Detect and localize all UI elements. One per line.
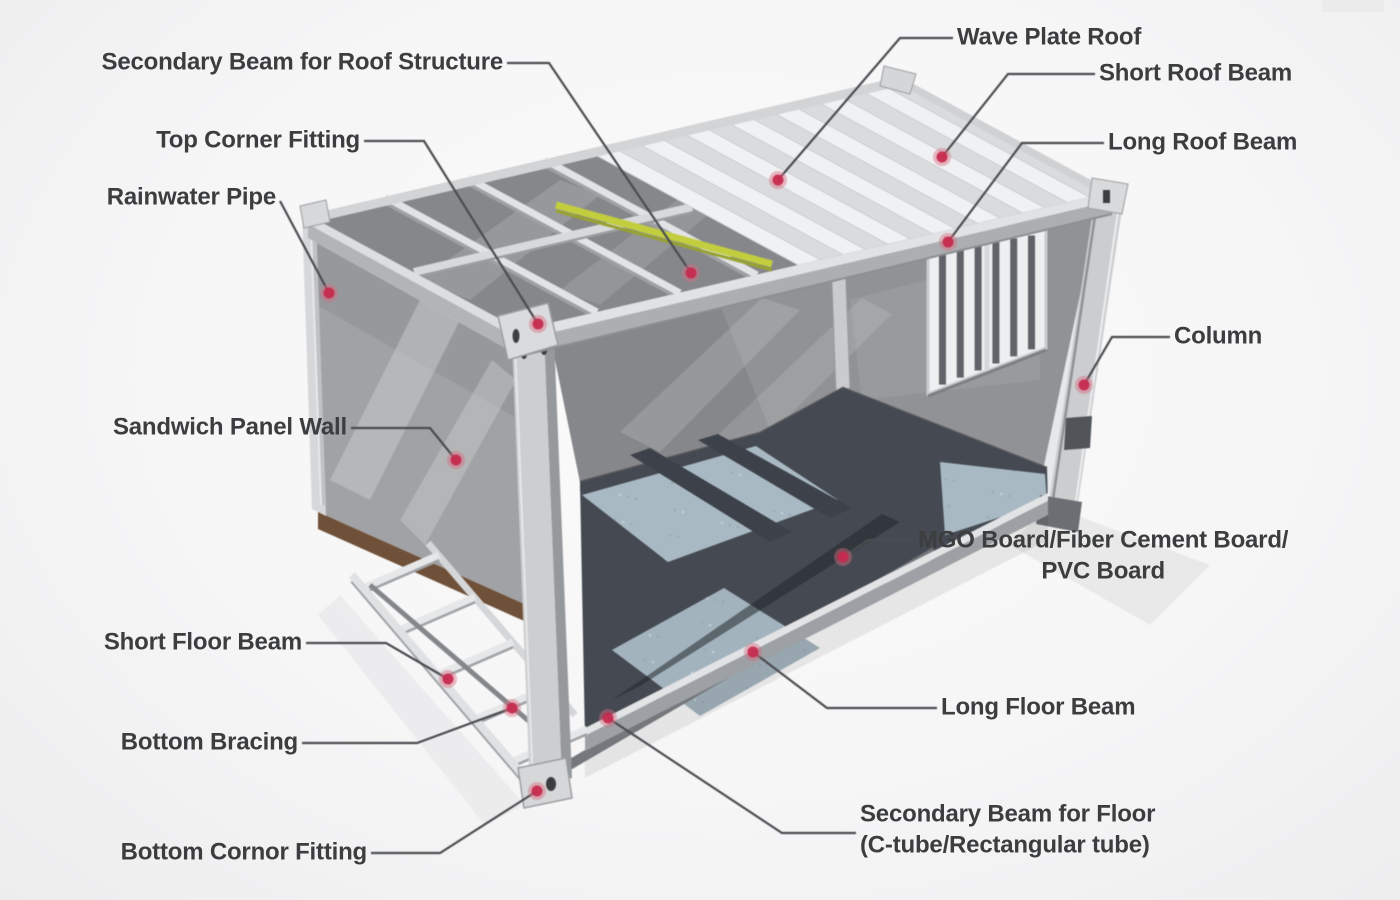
rainwater-pipe: [302, 212, 326, 516]
label-secondary-roof-beam: Secondary Beam for Roof Structure: [101, 48, 504, 76]
ground-shadow: [318, 595, 525, 825]
label-bottom-cornor-fitting: Bottom Cornor Fitting: [120, 838, 368, 866]
corner-fittings: [299, 65, 1129, 361]
left-short-roof-beam-face: [308, 224, 520, 356]
roof-mid-rail: [413, 203, 693, 276]
far-short-roof-beam: [898, 77, 1114, 200]
label-sandwich-panel-wall: Sandwich Panel Wall: [112, 413, 347, 441]
label-short-floor-beam: Short Floor Beam: [103, 628, 302, 656]
long-floor-beam-front: [585, 493, 1048, 751]
left-short-roof-beam-top: [308, 215, 520, 340]
ground-shadow: [1010, 505, 1210, 625]
label-secondary-floor-beam: Secondary Beam for Floor(C-tube/Rectangu…: [860, 800, 1156, 858]
long-roof-beam-top: [520, 192, 1112, 340]
label-short-roof-beam: Short Roof Beam: [1099, 59, 1293, 87]
floor-front-framing: [549, 493, 1048, 780]
interior-window: [926, 226, 1048, 398]
label-column: Column: [1174, 322, 1263, 350]
label-long-floor-beam: Long Floor Beam: [941, 693, 1136, 721]
label-rainwater-pipe: Rainwater Pipe: [106, 183, 276, 211]
long-roof-beam-face: [520, 201, 1112, 356]
back-long-roof-beam: [308, 77, 900, 224]
top-corner-fitting: [497, 302, 559, 361]
leader-lines: [279, 36, 1170, 855]
label-top-corner-fitting: Top Corner Fitting: [156, 126, 360, 154]
label-wave-plate-roof: Wave Plate Roof: [957, 23, 1142, 51]
label-long-roof-beam: Long Roof Beam: [1108, 128, 1298, 156]
photo-artifact: [1322, 0, 1384, 12]
interior-floor: [580, 388, 1048, 740]
front-left-column: [512, 332, 573, 809]
roof-perimeter-beams: [308, 77, 1114, 357]
bottom-corner-fitting: [517, 757, 573, 809]
label-mgo-board: MGO Board/Fiber Cement Board/PVC Board: [918, 526, 1289, 584]
label-bottom-bracing: Bottom Bracing: [120, 728, 298, 756]
highlight-beam-shadow: [555, 209, 773, 272]
